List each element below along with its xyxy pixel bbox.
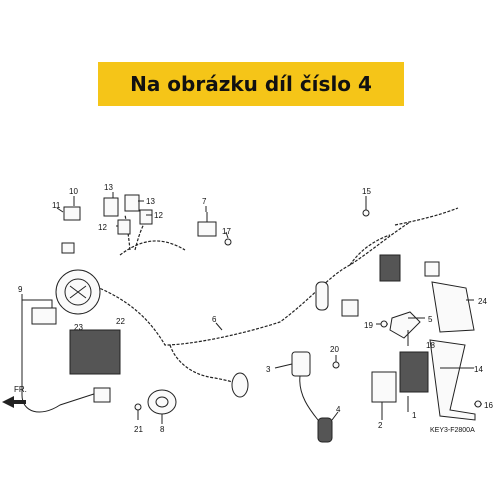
callout-label: 21 bbox=[134, 425, 143, 434]
right-components bbox=[315, 254, 440, 317]
stay-14 bbox=[429, 339, 476, 421]
callout-label: 13 bbox=[104, 183, 113, 192]
front-direction-arrow: FR. bbox=[2, 385, 27, 408]
relay-group bbox=[61, 194, 153, 254]
callout-label: 18 bbox=[426, 341, 435, 350]
callout-label: 7 bbox=[202, 197, 207, 206]
harness-branch-right bbox=[349, 207, 459, 266]
plate-24 bbox=[431, 281, 475, 333]
connector-6 bbox=[231, 372, 249, 398]
bolts bbox=[134, 209, 482, 411]
callout-label: 9 bbox=[18, 285, 23, 294]
bracket-5 bbox=[389, 311, 421, 339]
callout-label: 19 bbox=[364, 321, 373, 330]
meter-housing bbox=[55, 269, 101, 315]
banner-text: Na obrázku díl číslo 4 bbox=[130, 72, 372, 96]
callout-label: 11 bbox=[52, 201, 61, 210]
leader-lines bbox=[21, 192, 482, 424]
harness-branch-front bbox=[119, 240, 186, 256]
callout-label: 8 bbox=[160, 425, 165, 434]
connector-7 bbox=[197, 212, 217, 237]
direction-label: FR. bbox=[14, 385, 27, 394]
part-number-banner: Na obrázku díl číslo 4 bbox=[98, 62, 404, 106]
callout-label: 20 bbox=[330, 345, 339, 354]
callout-label: 2 bbox=[378, 421, 383, 430]
main-harness bbox=[91, 221, 411, 346]
callout-label: 14 bbox=[474, 365, 483, 374]
callout-label: 17 bbox=[222, 227, 231, 236]
callout-label: 13 bbox=[146, 197, 155, 206]
callout-label: 24 bbox=[478, 297, 487, 306]
module-1 bbox=[399, 351, 429, 393]
callout-label: 15 bbox=[362, 187, 371, 196]
callout-label: 6 bbox=[212, 315, 217, 324]
diagram-code: KEY3-F2800A bbox=[430, 427, 475, 434]
ignition-coil bbox=[291, 351, 333, 443]
spark-plug-cap bbox=[317, 417, 333, 443]
callout-label: 4 bbox=[336, 405, 341, 414]
callout-label: 16 bbox=[484, 401, 493, 410]
callout-label: 5 bbox=[428, 315, 433, 324]
callout-label: 22 bbox=[116, 317, 125, 326]
callout-label: 12 bbox=[154, 211, 163, 220]
callout-label: 23 bbox=[74, 323, 83, 332]
callout-label: 3 bbox=[266, 365, 271, 374]
harness-branch-lower bbox=[169, 344, 241, 386]
cable-assembly-9 bbox=[21, 299, 121, 413]
callout-label: 1 bbox=[412, 411, 417, 420]
callout-label: 12 bbox=[98, 223, 107, 232]
horn-8 bbox=[147, 389, 177, 415]
callout-label: 10 bbox=[69, 187, 78, 196]
module-2 bbox=[371, 371, 397, 403]
